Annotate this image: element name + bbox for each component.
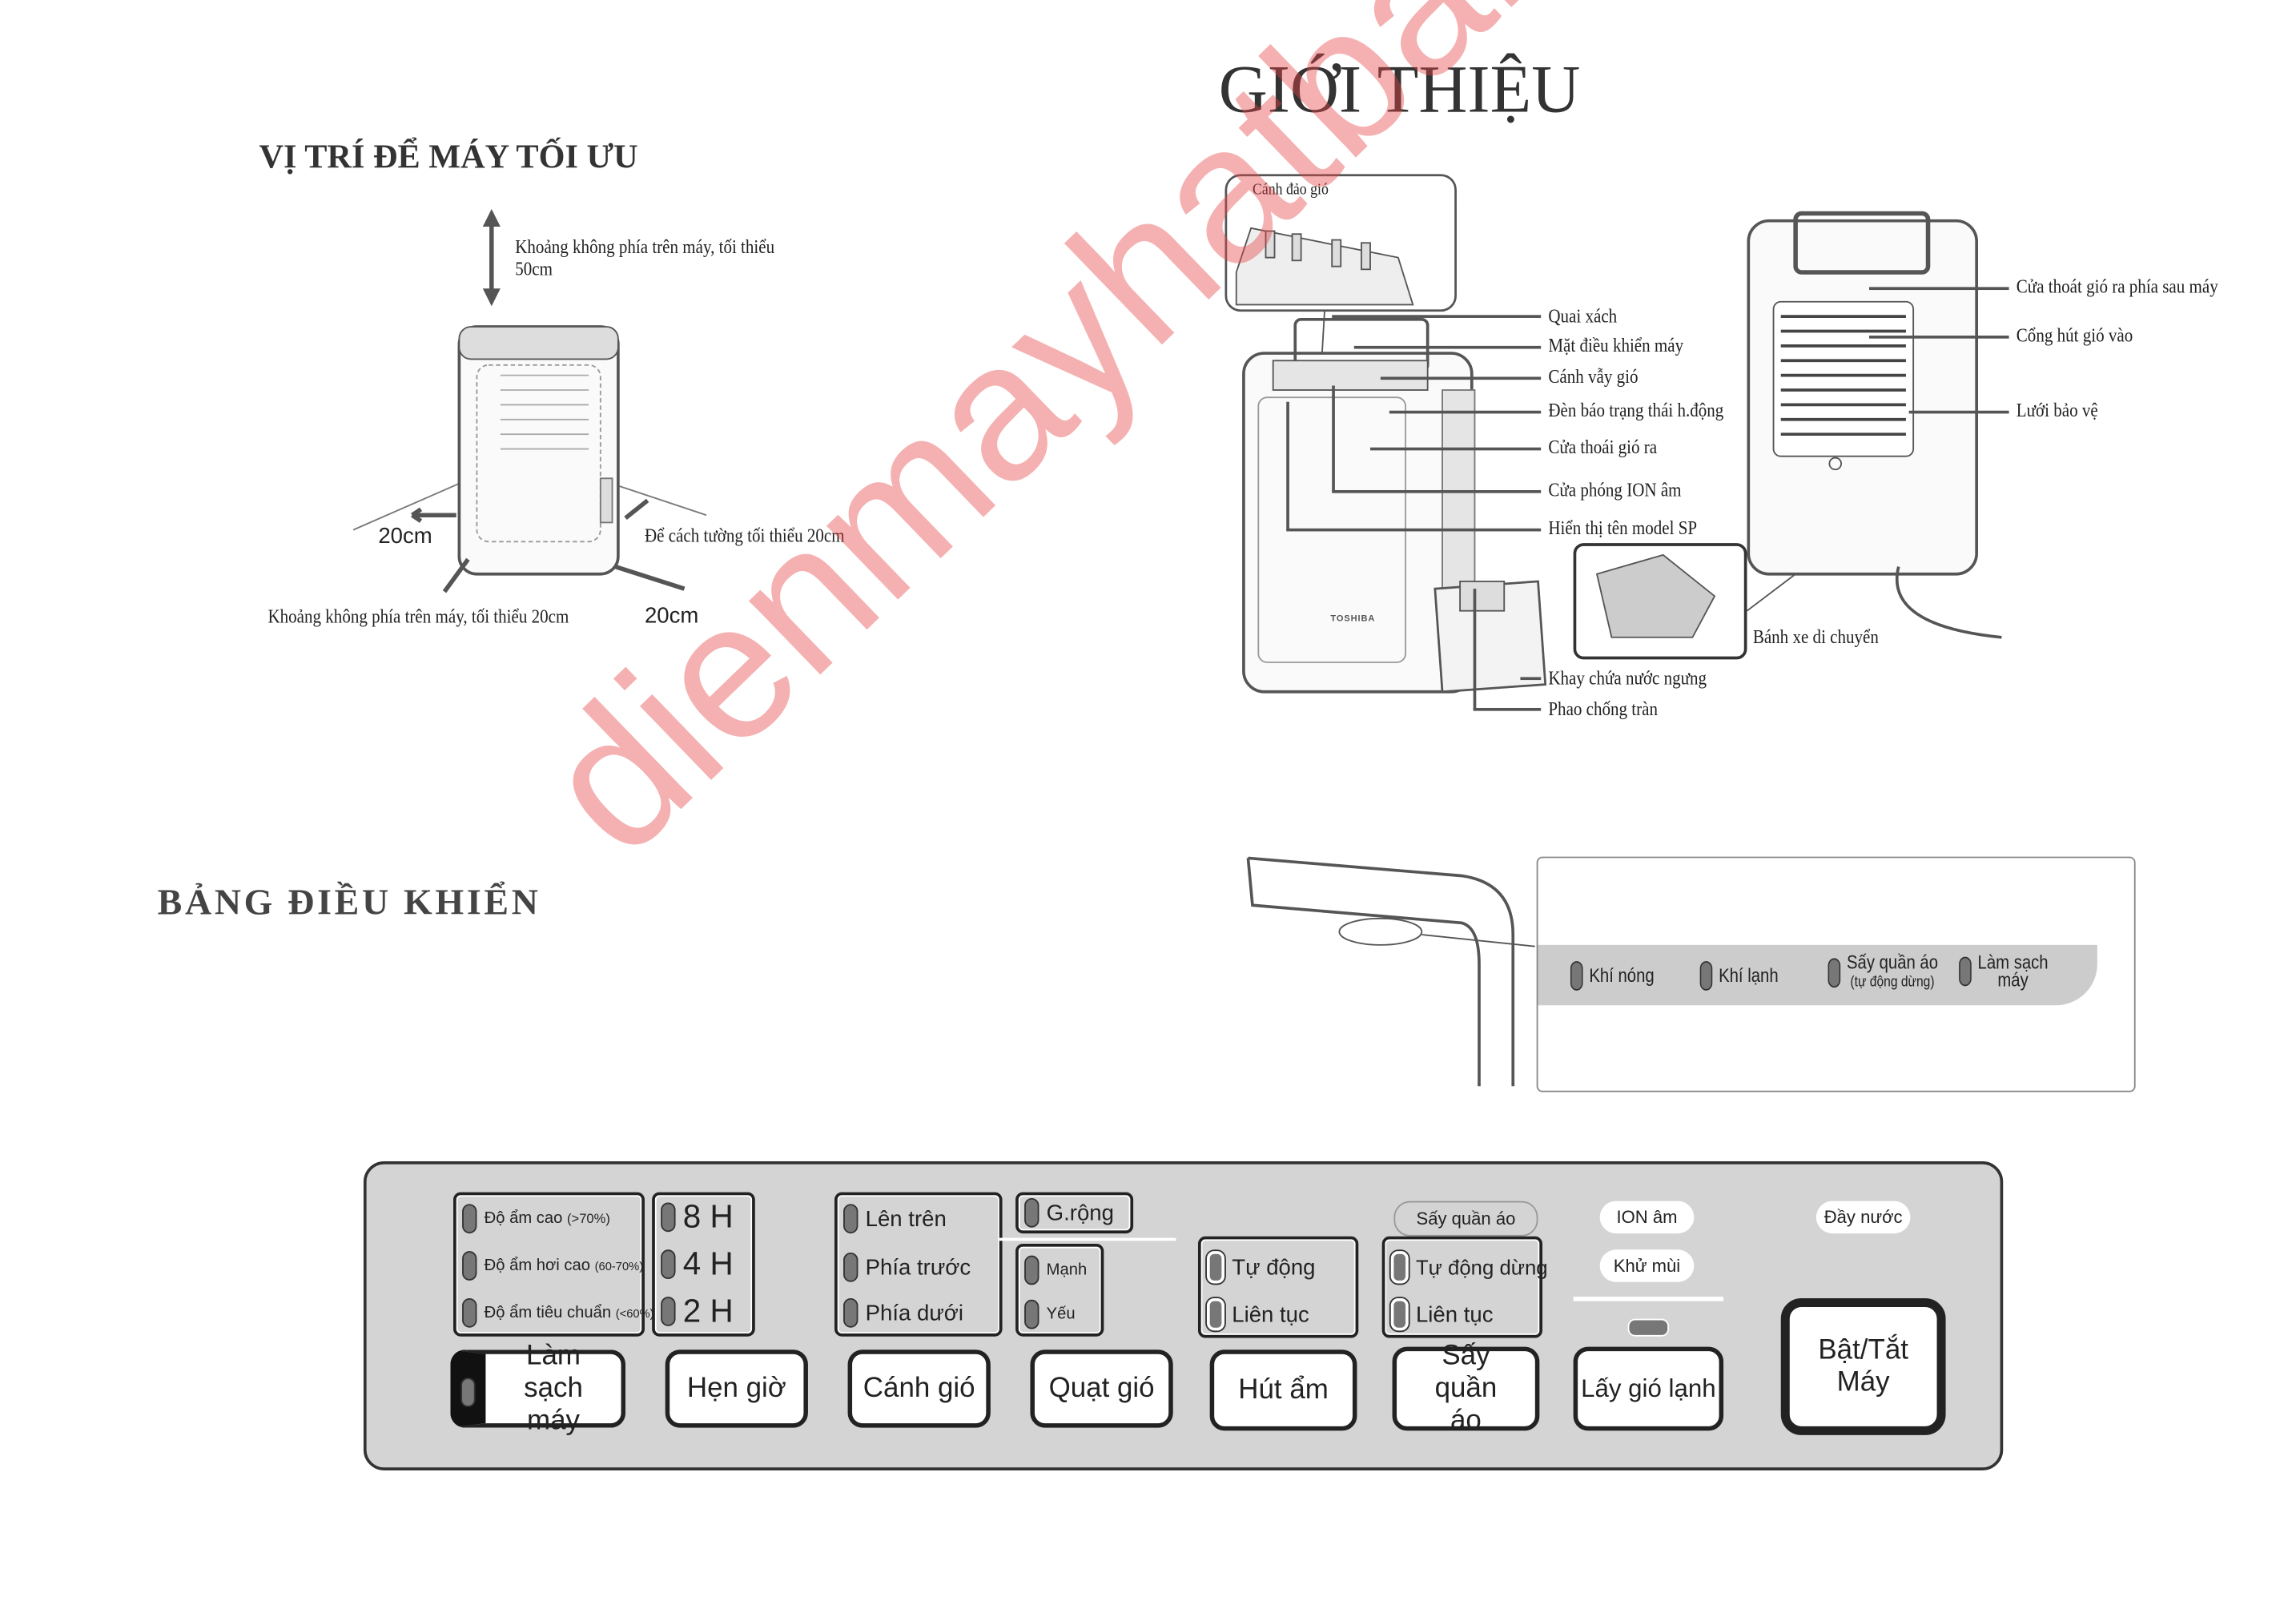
fan-weak: Yếu <box>1046 1305 1076 1324</box>
fan-button[interactable]: Quạt gió <box>1030 1349 1173 1428</box>
dehumidify-button[interactable]: Hút ẩm <box>1209 1349 1357 1431</box>
control-panel: Độ ẩm cao (>70%) Độ ẩm hơi cao (60-70%) … <box>363 1161 2004 1470</box>
fan-strong: Mạnh <box>1046 1261 1088 1280</box>
ion-indicator: ION âm <box>1599 1201 1695 1234</box>
dry-continuous: Liên tục <box>1415 1301 1494 1327</box>
louver-button[interactable]: Cánh gió <box>847 1349 991 1428</box>
fan-indicators: Mạnh Yếu <box>1015 1243 1104 1337</box>
page-title: GIỚI THIỆU <box>1218 51 1581 127</box>
power-button[interactable]: Bật/Tắt Máy <box>1780 1297 1946 1435</box>
timer-indicators: 8 H 4 H 2 H <box>652 1192 755 1337</box>
indicator-cool: Khí lạnh <box>1719 963 1779 987</box>
brand-logo-front-unit: TOSHIBA <box>1330 615 1376 625</box>
part-label: Hiển thị tên model SP <box>1548 517 1698 539</box>
louver-wide: G.rộng <box>1046 1200 1114 1225</box>
inset-label: Cánh đảo gió <box>1252 181 1329 199</box>
timer-2h: 2 H <box>682 1292 734 1329</box>
part-label: Cổng hút gió vào <box>2016 324 2133 346</box>
front-clearance-label: Khoảng không phía trên máy, tối thiểu 20… <box>267 605 569 627</box>
louver-down: Phía dưới <box>865 1300 963 1325</box>
placement-heading: VỊ TRÍ ĐỂ MÁY TỐI ƯU <box>259 138 638 175</box>
part-label: Đèn báo trạng thái h.động <box>1548 399 1724 421</box>
indicator-dry-sub: (tự động dừng) <box>1850 974 1935 991</box>
timer-4h: 4 H <box>682 1245 734 1282</box>
louver-indicators: Lên trên Phía trước Phía dưới <box>834 1192 1003 1337</box>
part-label: Mặt điều khiển máy <box>1548 334 1684 356</box>
part-label: Cửa thoái gió ra <box>1548 435 1658 458</box>
deodor-indicator: Khử mùi <box>1599 1249 1695 1282</box>
status-strip: Khí nóng Khí lạnh Sấy quần áo(tự động dừ… <box>1538 944 2097 1006</box>
side-right-label: 20cm <box>644 603 699 629</box>
dehumidify-indicators: Tự động Liên tục <box>1197 1236 1359 1338</box>
cool-button[interactable]: Lấy gió lạnh <box>1573 1346 1724 1431</box>
part-label: Cửa phóng ION âm <box>1548 478 1682 501</box>
humidity-indicators: Độ ẩm cao (>70%) Độ ẩm hơi cao (60-70%) … <box>453 1192 654 1337</box>
control-heading: BẢNG ĐIỀU KHIỂN <box>157 883 541 923</box>
top-clearance-label: Khoảng không phía trên máy, tối thiểu 50… <box>515 235 775 280</box>
dehumidify-auto: Tự động <box>1232 1254 1316 1280</box>
side-left-label: 20cm <box>378 524 432 549</box>
wheel-label: Bánh xe di chuyển <box>1752 625 1879 648</box>
indicator-hot: Khí nóng <box>1589 963 1655 987</box>
humidity-std-range: (<60%) <box>615 1306 654 1320</box>
humidity-mid-range: (60-70%) <box>594 1259 644 1273</box>
part-label: Cánh vẫy gió <box>1548 364 1639 388</box>
dehumidify-continuous: Liên tục <box>1232 1301 1309 1327</box>
dry-label: Sấy quần áo <box>1393 1201 1538 1237</box>
indicator-dry: Sấy quần áo <box>1846 951 1939 973</box>
top-panel-sketch <box>1246 856 1535 1087</box>
part-label: Quai xách <box>1548 304 1618 327</box>
louver-up: Lên trên <box>865 1206 947 1232</box>
humidity-mid: Độ ẩm hơi cao <box>484 1257 591 1275</box>
indicator-clean: Làm sạch <box>1977 951 2049 973</box>
dry-button[interactable]: Sấy quần áo <box>1392 1340 1540 1436</box>
cool-led <box>1627 1318 1670 1337</box>
humidity-std: Độ ẩm tiêu chuẩn <box>484 1304 612 1322</box>
indicator-clean-sub: máy <box>1997 968 2029 991</box>
parts-diagram <box>1224 174 2002 694</box>
status-callout: Khí nóng Khí lạnh Sấy quần áo(tự động dừ… <box>1536 856 2136 1092</box>
humidity-high-range: (>70%) <box>567 1211 610 1226</box>
part-label: Khay chứa nước ngưng <box>1548 666 1707 690</box>
dry-indicators: Tự động dừng Liên tục <box>1381 1236 1548 1338</box>
humidity-high: Độ ẩm cao <box>484 1209 563 1228</box>
part-label: Cửa thoát gió ra phía sau máy <box>2016 275 2218 298</box>
wide-indicator: G.rộng <box>1015 1192 1134 1234</box>
part-label: Lưới bảo vệ <box>2016 399 2098 421</box>
timer-button[interactable]: Hẹn giờ <box>665 1349 808 1428</box>
full-water-indicator: Đầy nước <box>1815 1201 1911 1234</box>
part-label: Phao chống tràn <box>1548 698 1658 720</box>
dry-auto-stop: Tự động dừng <box>1415 1255 1548 1280</box>
wall-distance-label: Để cách tường tối thiểu 20cm <box>644 524 845 546</box>
placement-diagram <box>353 208 707 593</box>
clean-button[interactable]: Làm sạch máy <box>450 1340 626 1436</box>
timer-8h: 8 H <box>682 1197 734 1235</box>
louver-front: Phía trước <box>865 1254 971 1280</box>
